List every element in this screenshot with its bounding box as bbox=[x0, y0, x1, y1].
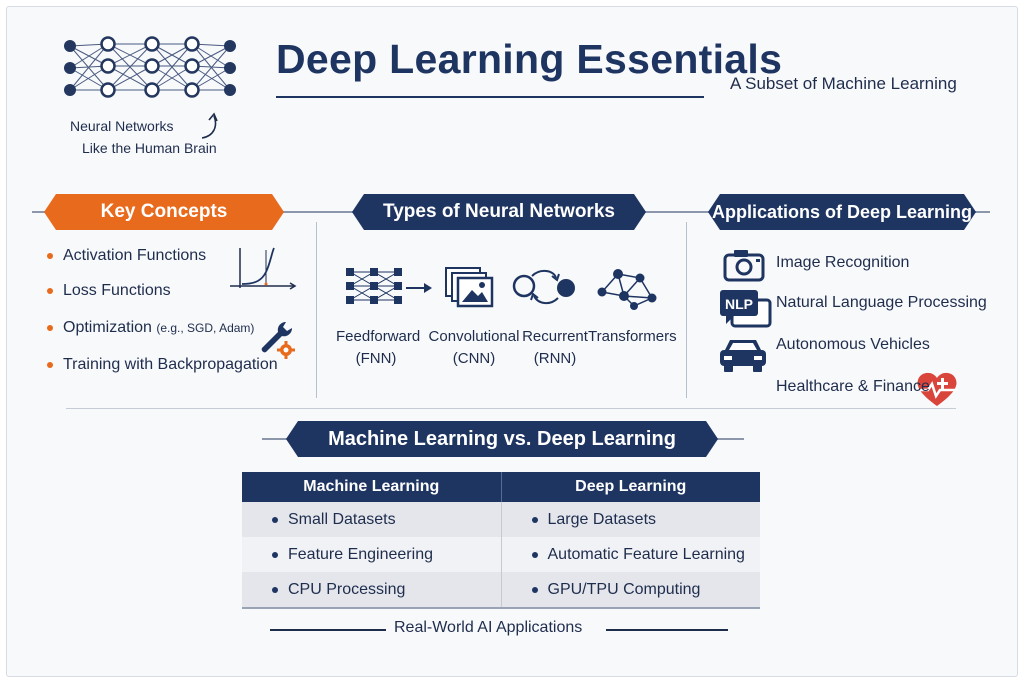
table-header: Machine Learning Deep Learning bbox=[242, 472, 760, 502]
title-underline bbox=[276, 96, 704, 98]
bullet bbox=[47, 288, 53, 294]
table-row: Feature Engineering Automatic Feature Le… bbox=[242, 537, 760, 572]
footer-rule-right bbox=[606, 629, 728, 631]
tagline-line-2: Like the Human Brain bbox=[82, 140, 217, 156]
type-name: Convolutional bbox=[428, 328, 520, 345]
curved-arrow-icon bbox=[201, 112, 218, 139]
cell-text: CPU Processing bbox=[288, 580, 406, 598]
type-name: Recurrent bbox=[522, 328, 588, 345]
concept-item: Training with Backpropagation bbox=[47, 356, 278, 374]
footer-caption: Real-World AI Applications bbox=[394, 619, 583, 636]
concept-label: Loss Functions bbox=[63, 282, 171, 299]
cell-text: Small Datasets bbox=[288, 510, 396, 528]
section-divider bbox=[66, 408, 956, 409]
column-divider bbox=[686, 222, 687, 398]
concept-label: Activation Functions bbox=[63, 247, 207, 264]
convolution-layers-icon bbox=[445, 267, 494, 308]
concept-item: Optimization (e.g., SGD, Adam) bbox=[47, 319, 254, 337]
app-nlp: Natural Language Processing bbox=[776, 294, 987, 311]
tagline: Neural Networks Like the Human Brain bbox=[70, 115, 217, 159]
bullet bbox=[47, 362, 53, 368]
recurrent-loop-icon bbox=[512, 270, 575, 304]
wrench-gear-icon bbox=[261, 321, 295, 359]
cell-text: Feature Engineering bbox=[288, 545, 433, 563]
page-subtitle: A Subset of Machine Learning bbox=[730, 74, 957, 93]
table-row: CPU Processing GPU/TPU Computing bbox=[242, 572, 760, 607]
bullet bbox=[47, 253, 53, 259]
concept-note: (e.g., SGD, Adam) bbox=[156, 321, 255, 335]
nlp-chat-icon: NLP bbox=[720, 290, 772, 328]
app-image-recognition: Image Recognition bbox=[776, 254, 910, 271]
type-transformers-label: Transformers bbox=[588, 326, 677, 348]
cell-text: Automatic Feature Learning bbox=[547, 545, 745, 563]
bullet bbox=[47, 325, 53, 331]
type-name: Transformers bbox=[588, 328, 677, 345]
table-row: Small Datasets Large Datasets bbox=[242, 502, 760, 537]
footer-rule-left bbox=[270, 629, 386, 631]
bullet bbox=[272, 551, 278, 558]
bullet bbox=[531, 586, 538, 593]
type-recurrent-label: Recurrent (RNN) bbox=[520, 326, 590, 370]
bullet bbox=[531, 551, 538, 558]
neural-network-icon bbox=[64, 36, 236, 98]
types-heading: Types of Neural Networks bbox=[352, 194, 646, 230]
concept-label: Optimization bbox=[63, 319, 152, 336]
type-abbrev: (RNN) bbox=[533, 350, 577, 367]
concept-label: Training with Backpropagation bbox=[63, 356, 278, 373]
bullet bbox=[272, 586, 278, 593]
app-autonomous-vehicles: Autonomous Vehicles bbox=[776, 336, 930, 353]
bullet bbox=[272, 516, 278, 523]
type-convolutional-label: Convolutional (CNN) bbox=[428, 326, 520, 370]
table-cell: GPU/TPU Computing bbox=[502, 572, 761, 607]
type-abbrev: (FNN) bbox=[355, 350, 397, 367]
tagline-line-1: Neural Networks bbox=[70, 118, 174, 134]
transformer-graph-icon bbox=[597, 269, 657, 310]
heart-health-icon bbox=[916, 372, 958, 406]
app-healthcare-finance: Healthcare & Finance bbox=[776, 378, 930, 395]
car-icon bbox=[720, 340, 766, 372]
camera-icon bbox=[723, 250, 765, 282]
column-header-dl: Deep Learning bbox=[575, 478, 687, 495]
table-cell: CPU Processing bbox=[242, 572, 502, 607]
type-abbrev: (CNN) bbox=[452, 350, 496, 367]
page-title: Deep Learning Essentials bbox=[276, 36, 783, 82]
comparison-heading: Machine Learning vs. Deep Learning bbox=[286, 421, 718, 457]
cell-text: Large Datasets bbox=[547, 510, 657, 528]
table-cell: Small Datasets bbox=[242, 502, 502, 537]
key-concepts-heading: Key Concepts bbox=[44, 194, 284, 230]
nlp-badge: NLP bbox=[725, 296, 753, 312]
table-cell: Automatic Feature Learning bbox=[502, 537, 761, 572]
comparison-table: Machine Learning Deep Learning Small Dat… bbox=[242, 472, 760, 609]
applications-heading: Applications of Deep Learning bbox=[708, 194, 976, 230]
cell-text: GPU/TPU Computing bbox=[547, 580, 701, 598]
activation-graph-icon bbox=[230, 247, 297, 290]
feedforward-network-icon bbox=[346, 268, 432, 304]
table-cell: Feature Engineering bbox=[242, 537, 502, 572]
table-bottom-rule bbox=[242, 607, 760, 609]
type-feedforward-label: Feedforward (FNN) bbox=[336, 326, 421, 370]
column-header-ml: Machine Learning bbox=[242, 472, 502, 502]
table-cell: Large Datasets bbox=[502, 502, 761, 537]
concept-item: Activation Functions bbox=[47, 247, 206, 265]
type-name: Feedforward bbox=[336, 328, 421, 345]
concept-item: Loss Functions bbox=[47, 282, 171, 300]
bullet bbox=[531, 516, 538, 523]
column-divider bbox=[316, 222, 317, 398]
